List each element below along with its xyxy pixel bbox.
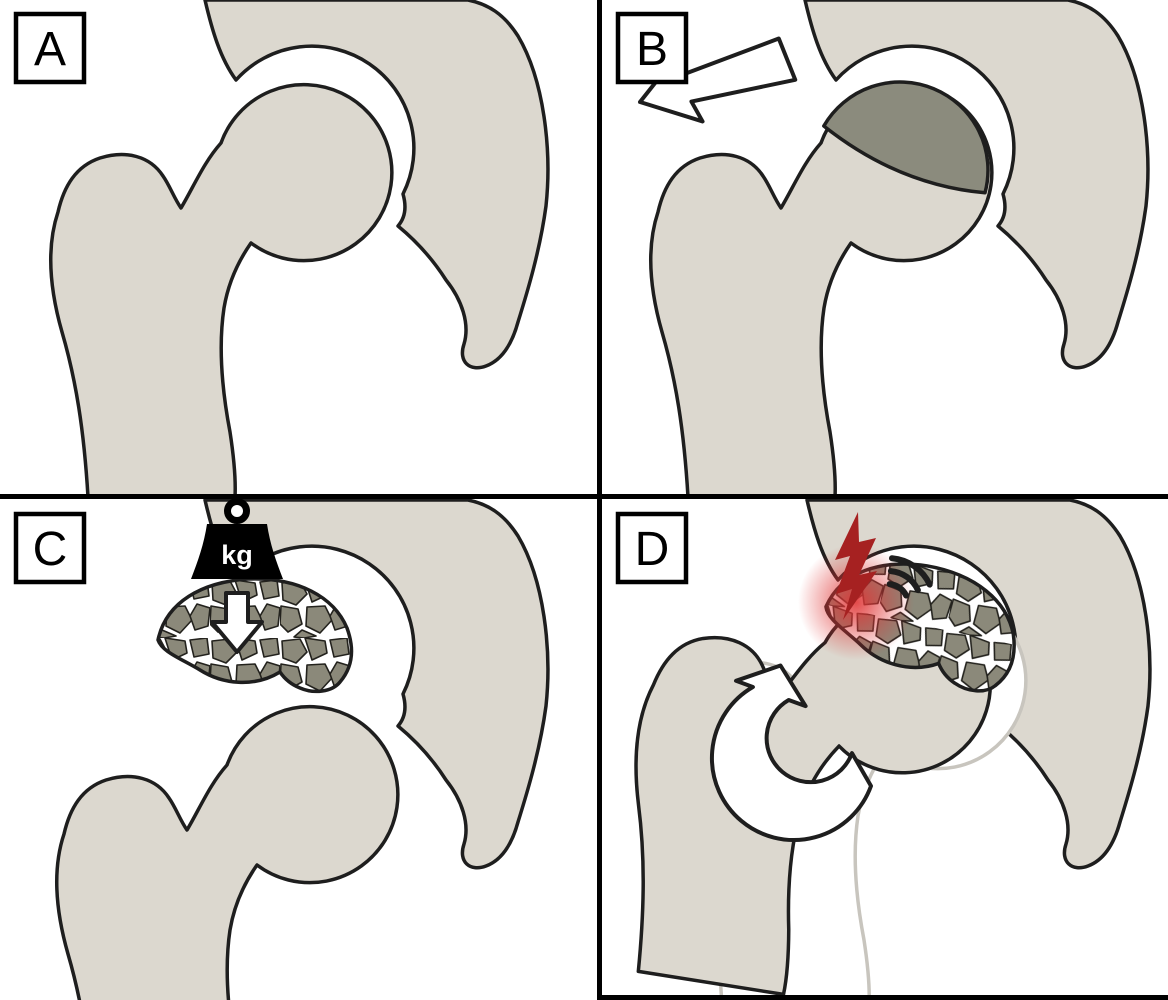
compression-arrow — [210, 591, 264, 654]
weight-body-icon — [191, 524, 283, 579]
femur — [55, 704, 400, 1000]
weight-icon: kg — [191, 498, 283, 579]
panel-label-d: D — [635, 523, 670, 576]
femoral-head-cartilage — [822, 80, 990, 195]
sound-waves-icon — [886, 555, 933, 599]
panel-b: B — [615, 0, 1150, 499]
rotation-arrow — [709, 663, 873, 842]
panel-label-box-c — [13, 511, 87, 585]
weight-ring-icon — [224, 498, 250, 524]
panel-a: A — [13, 0, 550, 499]
femur — [49, 82, 394, 499]
panel-c: kg C — [13, 498, 550, 1000]
panel-label-box-a — [13, 11, 87, 85]
pain-bolt-icon — [835, 512, 877, 620]
bone-graft — [156, 577, 354, 694]
pain-glow — [798, 544, 914, 660]
panel-d: D — [599, 498, 1152, 1000]
panel-label-box-d — [615, 511, 689, 585]
kg-label: kg — [221, 540, 253, 570]
panel-label-a: A — [34, 23, 66, 76]
panel-label-b: B — [636, 23, 668, 76]
panel-label-c: C — [33, 523, 68, 576]
panel-label-box-b — [615, 11, 689, 85]
horizontal-divider — [0, 494, 1168, 499]
bottom-border — [602, 995, 1168, 1000]
vertical-divider — [597, 0, 602, 1000]
